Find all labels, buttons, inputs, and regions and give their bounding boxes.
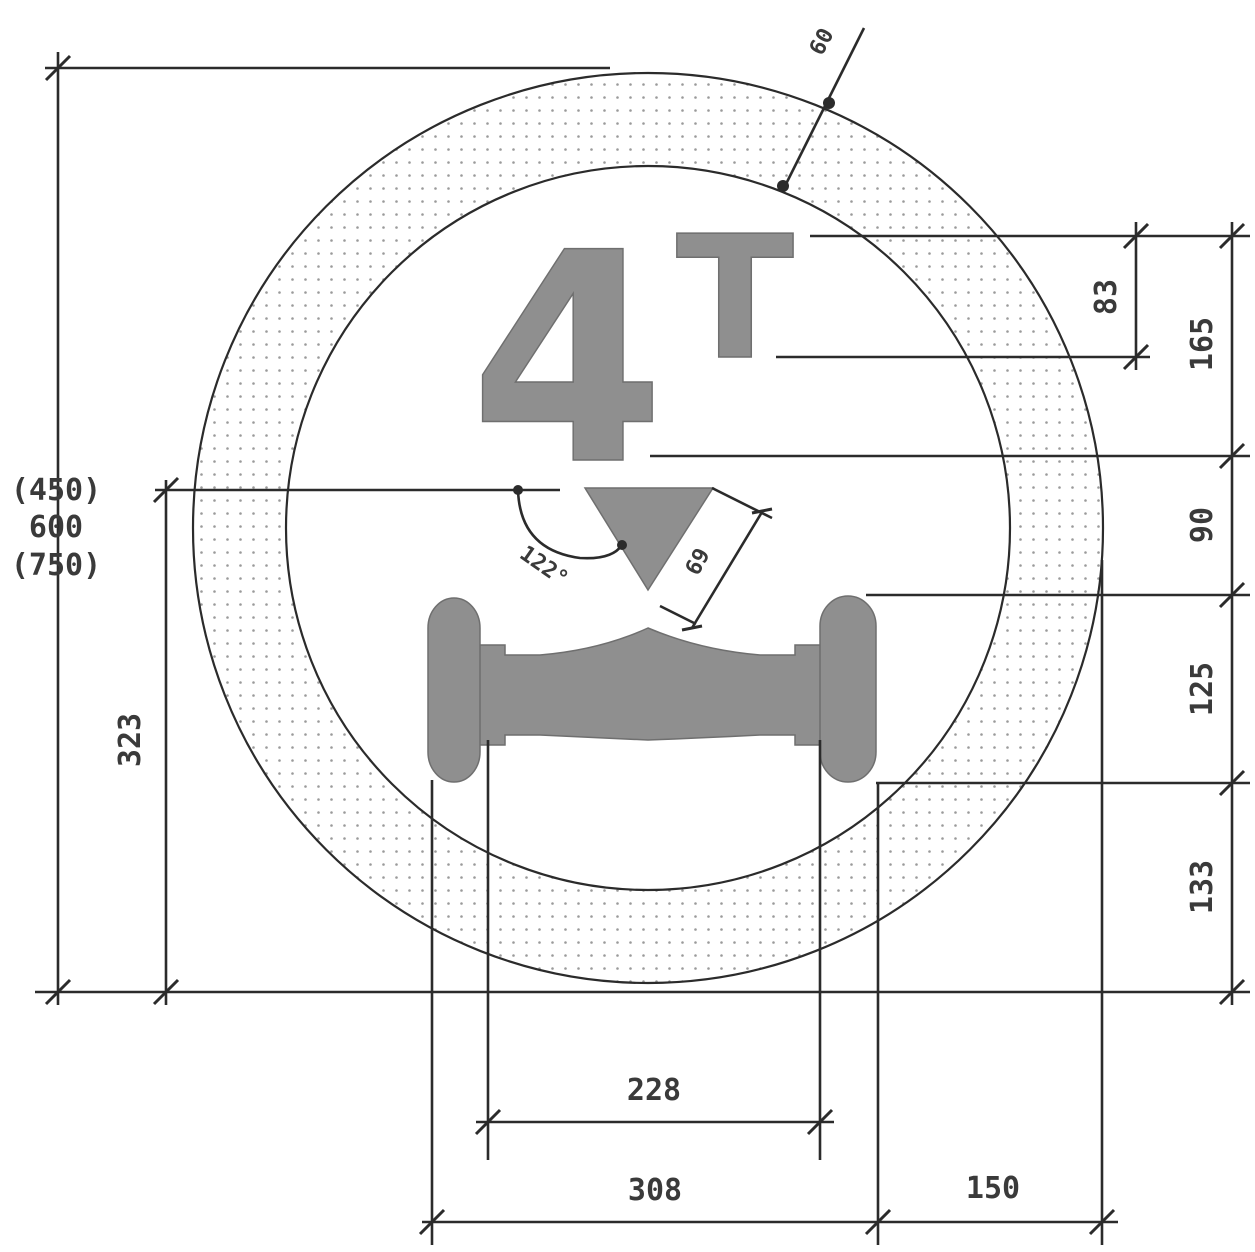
label-diameter-alt-small: (450) (11, 473, 101, 508)
ring-outer-edge (191, 71, 1105, 985)
legend-digit: 4 (470, 192, 665, 529)
label-inner-track: 228 (627, 1073, 681, 1108)
label-diameter: 600 (29, 510, 83, 545)
legend-unit: T (676, 200, 794, 398)
label-bottom-height: 133 (1185, 860, 1220, 914)
right-wheel (819, 595, 877, 783)
dim-triangle-side (659, 486, 773, 632)
label-diameter-alt-large: (750) (11, 548, 101, 583)
sign-legend: 4 T (469, 191, 795, 530)
dim-axle-height (152, 476, 560, 1006)
label-axle-height: 323 (113, 713, 148, 767)
dim-bottom (418, 560, 1118, 1245)
axle-symbol (427, 595, 877, 783)
ring-inner-edge (284, 164, 1012, 892)
dim-angle (513, 485, 627, 560)
dim-right-chain (650, 222, 1250, 1006)
dim-diameter (35, 52, 1250, 1006)
label-outer-track: 308 (628, 1173, 682, 1208)
label-letter-t-height: 83 (1089, 279, 1124, 315)
dim-ring-width (777, 27, 866, 193)
label-axle-block-height: 125 (1185, 662, 1220, 716)
label-edge-offset: 150 (966, 1171, 1020, 1206)
pointer-triangle (583, 487, 715, 592)
left-wheel (427, 597, 481, 783)
label-gap-height: 90 (1185, 507, 1220, 543)
label-legend-height: 165 (1185, 317, 1220, 371)
